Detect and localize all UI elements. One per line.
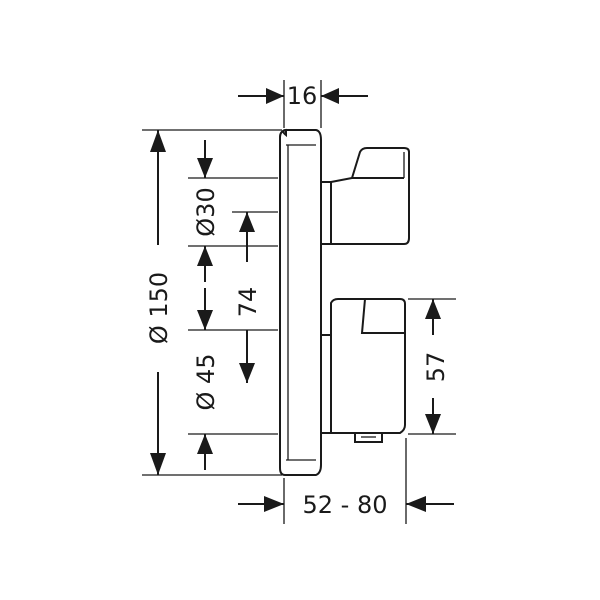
- arrow-down-icon: [197, 310, 213, 330]
- dim-plate-thickness: 16: [238, 80, 368, 128]
- cover-plate: [279, 128, 322, 476]
- label-plate-thickness: 16: [287, 82, 318, 110]
- arrow-down-icon: [425, 414, 441, 434]
- arrow-up-icon: [197, 246, 213, 266]
- arrow-up-icon: [150, 130, 166, 152]
- arrow-down-icon: [239, 363, 255, 383]
- label-plate-diameter: Ø 150: [145, 272, 173, 344]
- arrow-down-icon: [150, 453, 166, 475]
- dim-lower-knob-height: 57: [408, 298, 456, 435]
- dim-upper-knob-diameter: Ø30: [188, 140, 278, 282]
- arrow-up-icon: [239, 212, 255, 232]
- label-lower-knob-height: 57: [422, 352, 450, 383]
- lower-knob: [321, 298, 406, 443]
- arrow-left-icon: [406, 496, 426, 512]
- arrow-left-icon: [321, 88, 339, 104]
- arrow-up-icon: [197, 434, 213, 454]
- upper-knob: [320, 147, 410, 245]
- label-upper-knob-diameter: Ø30: [192, 187, 220, 236]
- dim-knob-spacing: 74: [188, 211, 278, 383]
- arrow-down-icon: [197, 158, 213, 178]
- arrow-right-icon: [266, 88, 284, 104]
- dim-projection-range: 52 - 80: [238, 438, 454, 524]
- label-projection-range: 52 - 80: [303, 491, 388, 519]
- label-lower-knob-diameter: Ø 45: [192, 353, 220, 410]
- label-knob-spacing: 74: [234, 287, 262, 318]
- dim-lower-knob-diameter: Ø 45: [188, 288, 278, 470]
- arrow-right-icon: [264, 496, 284, 512]
- arrow-up-icon: [425, 299, 441, 319]
- dim-plate-diameter: Ø 150: [142, 129, 282, 476]
